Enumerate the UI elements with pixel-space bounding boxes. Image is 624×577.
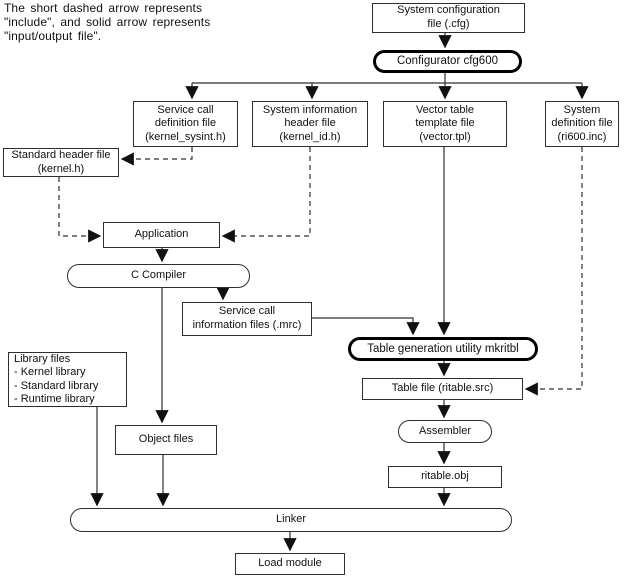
node-label: Table generation utility mkritbl (367, 342, 519, 355)
legend-note: The short dashed arrow represents "inclu… (4, 1, 211, 43)
node-label: System information header file (kernel_i… (262, 103, 358, 143)
dashed-arrow-sys-info-header-to-application (221, 147, 311, 243)
node-service-call-definition-file: Service call definition file (kernel_sys… (133, 101, 238, 147)
node-label: Vector table template file (vector.tpl) (415, 103, 475, 143)
node-label: Standard header file (kernel.h) (11, 148, 111, 175)
node-vector-table-template-file: Vector table template file (vector.tpl) (383, 101, 507, 147)
node-label: Load module (258, 557, 322, 570)
arrow-service-call-info-to-table-gen (312, 317, 420, 336)
node-system-configuration-file: System configuration file (.cfg) (372, 3, 525, 33)
node-object-files: Object files (115, 425, 217, 455)
node-label: Configurator cfg600 (396, 55, 498, 68)
node-load-module: Load module (235, 553, 345, 575)
node-application: Application (103, 222, 220, 248)
node-label: ritable.obj (421, 470, 469, 483)
node-standard-header-file: Standard header file (kernel.h) (3, 148, 119, 177)
configurator-branch-line (192, 73, 582, 84)
node-c-compiler: C Compiler (67, 264, 250, 288)
node-label: Service call definition file (kernel_sys… (145, 103, 226, 143)
node-system-definition-file: System definition file (ri600.inc) (545, 101, 619, 147)
node-label: Application (134, 228, 189, 241)
node-service-call-information-files: Service call information files (.mrc) (182, 302, 312, 336)
node-label: Library files - Kernel library - Standar… (14, 353, 99, 405)
node-ritable-obj: ritable.obj (388, 466, 502, 488)
node-library-files: Library files - Kernel library - Standar… (8, 352, 127, 407)
node-label: Linker (276, 513, 306, 526)
node-table-file-ritable-src: Table file (ritable.src) (362, 378, 523, 400)
node-linker: Linker (70, 508, 512, 532)
node-assembler: Assembler (398, 420, 492, 443)
node-label: Object files (138, 433, 194, 446)
node-label: Service call information files (.mrc) (192, 305, 302, 331)
node-label: C Compiler (130, 269, 186, 282)
node-label: System configuration file (.cfg) (397, 4, 500, 30)
node-label: System definition file (ri600.inc) (551, 103, 613, 143)
dashed-arrow-service-call-def-to-standard-header (120, 147, 193, 166)
node-table-generation-utility-mkritbl: Table generation utility mkritbl (348, 337, 538, 361)
node-system-information-header-file: System information header file (kernel_i… (252, 101, 368, 147)
dashed-arrow-sys-def-file-to-table-file (524, 147, 583, 396)
node-label: Table file (ritable.src) (391, 382, 494, 395)
node-configurator-cfg600: Configurator cfg600 (373, 50, 522, 73)
dashed-arrow-standard-header-to-application (58, 177, 102, 243)
node-label: Assembler (419, 424, 471, 437)
